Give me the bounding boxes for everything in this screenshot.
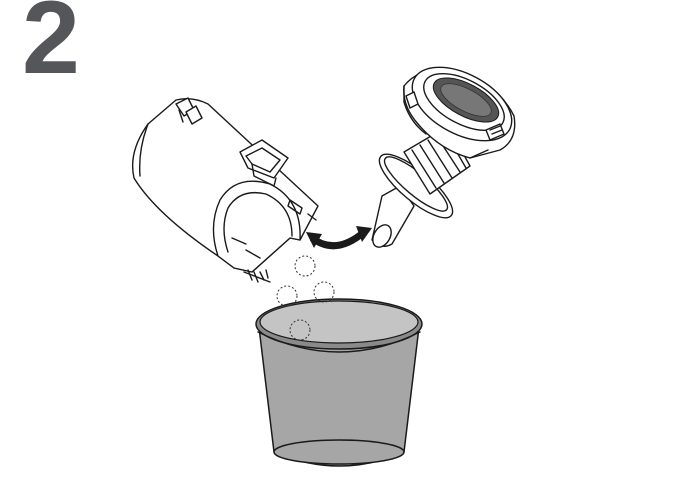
- dust-bin-bottom: [274, 440, 404, 464]
- dust-particle: [295, 256, 315, 276]
- step-number: 2: [22, 0, 78, 90]
- dust-bin-opening: [260, 301, 418, 343]
- rotate-arrow-icon: [306, 226, 372, 248]
- filter-assembly: [369, 52, 524, 250]
- dust-cup: [133, 98, 318, 282]
- dust-bin-container: [256, 299, 422, 466]
